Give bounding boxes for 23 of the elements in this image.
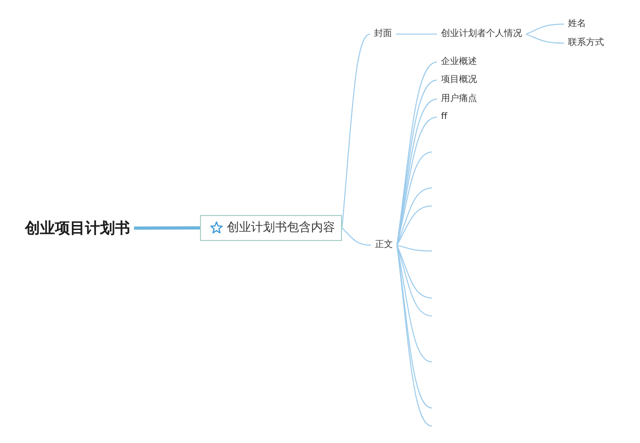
topic-label: 封面 xyxy=(370,29,396,40)
topic-label: 正文 xyxy=(371,240,397,250)
topic-label: 用户痛点 xyxy=(437,94,481,104)
topic-label: 联系方式 xyxy=(564,38,608,48)
branch-line xyxy=(342,227,372,246)
branch-line xyxy=(396,244,432,362)
topic-label: 项目概况 xyxy=(437,75,481,86)
topic-label: 企业概述 xyxy=(437,57,481,68)
branch-line xyxy=(396,188,432,246)
branch-line xyxy=(526,34,564,44)
topic-box xyxy=(200,215,342,241)
topic-label: 创业计划者个人情况 xyxy=(437,29,526,40)
branch-line xyxy=(396,244,432,298)
topic-label: 创业计划书包含内容 xyxy=(227,221,335,235)
topic-label: ff xyxy=(437,112,452,122)
central-topic: 创业项目计划书 xyxy=(21,220,134,237)
branch-line xyxy=(396,34,438,35)
branch-line xyxy=(134,226,200,230)
branch-line xyxy=(396,206,432,246)
topic-label: 姓名 xyxy=(564,19,590,30)
branch-line xyxy=(396,244,432,316)
branch-line xyxy=(396,244,432,252)
branch-line xyxy=(526,24,564,35)
